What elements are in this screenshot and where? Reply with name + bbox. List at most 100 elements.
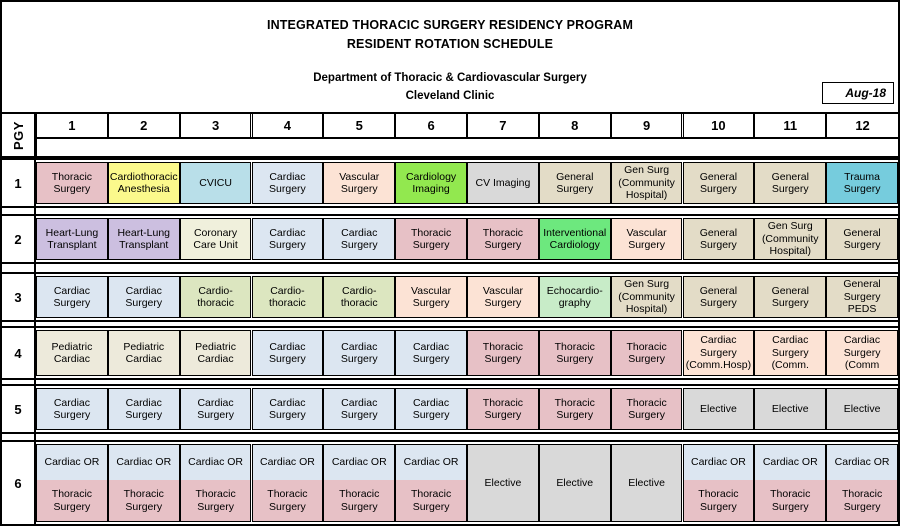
rotation-cell[interactable]: Cardio-thoracic: [179, 276, 252, 318]
rotation-label: Elective: [700, 402, 737, 415]
rotation-cell[interactable]: Elective: [826, 388, 898, 430]
rotation-cell[interactable]: Elective: [538, 444, 611, 522]
rotation-cell[interactable]: Cardio-thoracic: [323, 276, 396, 318]
rotation-label: Surgery: [125, 409, 163, 421]
column-header-10: 10: [682, 114, 755, 137]
rotation-cell[interactable]: Elective: [610, 444, 683, 522]
rotation-label: Cardiology: [405, 170, 457, 183]
rotation-label: Surgery: [700, 346, 737, 359]
rotation-label: Transplant: [47, 239, 97, 251]
rotation-label: Surgery: [843, 346, 881, 359]
rotation-cell[interactable]: Cardio-thoracic: [251, 276, 324, 318]
rotation-label: Surgery: [484, 297, 522, 309]
rotation-label: General: [843, 226, 881, 239]
rotation-label: Cardiology: [549, 239, 600, 251]
rotation-label: CV Imaging: [475, 176, 531, 189]
rotation-label: Surgery: [53, 500, 91, 513]
rotation-label: Cardiac OR: [403, 456, 459, 469]
rotation-cell[interactable]: Elective: [754, 388, 827, 430]
rotation-label: Cardiac OR: [690, 456, 746, 469]
rotation-label: General: [771, 170, 809, 183]
rotation-label: General: [699, 170, 738, 183]
rotation-label: Surgery: [269, 353, 306, 365]
rotation-label: Surgery: [53, 409, 91, 421]
rotation-cell[interactable]: Echocardio-graphy: [538, 276, 611, 318]
rotation-cell[interactable]: Elective: [682, 388, 755, 430]
rotation-cell-top: Cardiac OR: [108, 445, 179, 480]
rotation-label: Surgery: [771, 297, 809, 309]
rotation-label: Heart-Lung: [117, 226, 170, 239]
title-block: INTEGRATED THORACIC SURGERY RESIDENCY PR…: [2, 2, 898, 114]
column-header-6: 6: [395, 114, 467, 137]
rotation-label: Surgery: [269, 409, 306, 421]
rotation-cell[interactable]: CVICU: [179, 162, 252, 204]
rotation-cell[interactable]: CV Imaging: [467, 162, 539, 204]
column-header-2: 2: [107, 114, 180, 137]
rotation-cell[interactable]: Elective: [467, 444, 539, 522]
